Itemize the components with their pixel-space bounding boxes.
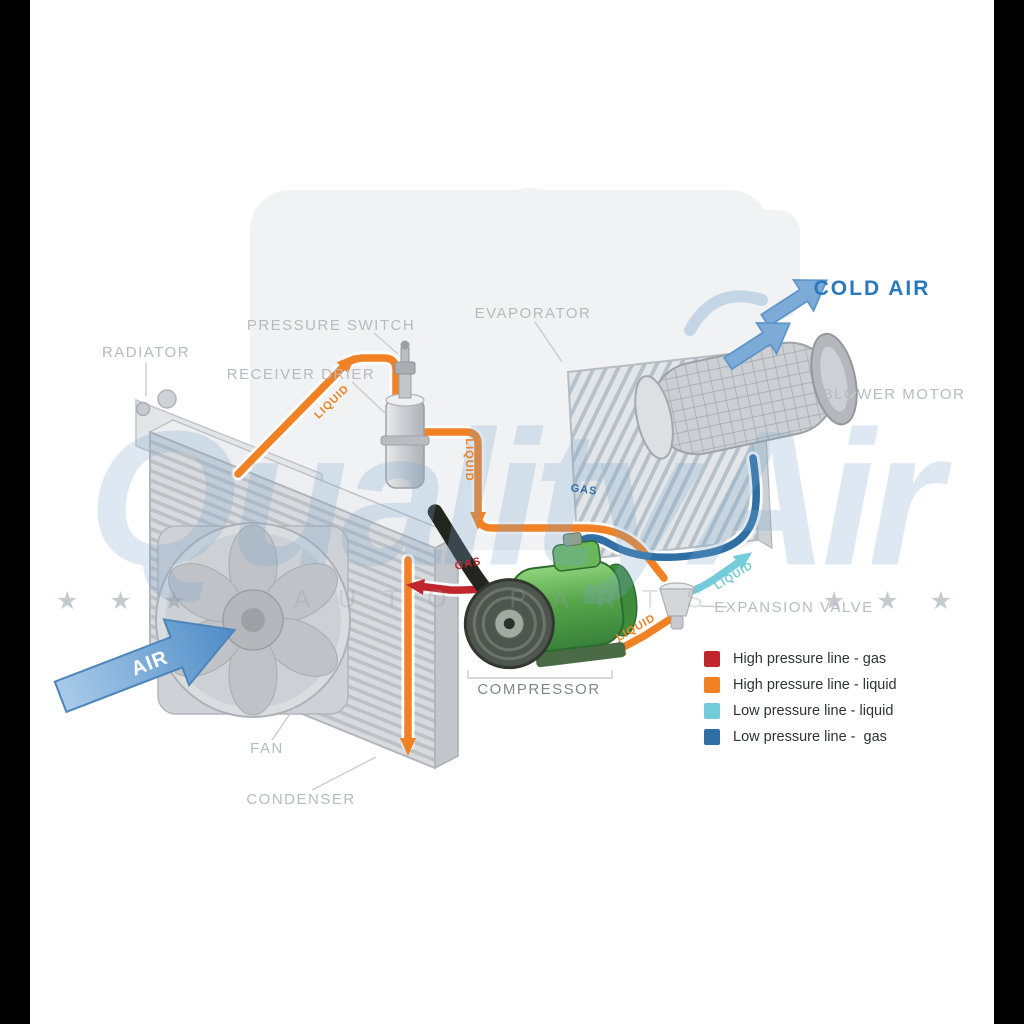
cold-air-arrows (723, 279, 829, 371)
arrow-liquid-lightblue-icon (732, 552, 753, 570)
legend-swatch-low-gas (704, 729, 720, 745)
pressure-switch-graphic (394, 340, 416, 399)
fan-graphic (155, 522, 351, 718)
legend: High pressure line - gas High pressure l… (704, 651, 897, 745)
arrow-liquid-condenser-icon (400, 738, 416, 756)
legend-label-low-liquid: Low pressure line - liquid (733, 703, 894, 719)
compressor-graphic (427, 504, 638, 670)
pipe-high-pressure-liquid-valve-out (614, 614, 676, 654)
cold-air-arrow-icon (760, 279, 829, 328)
legend-item-high-gas: High pressure line - gas (704, 651, 897, 667)
air-arrow-icon (53, 618, 237, 714)
label-condenser: CONDENSER (246, 791, 356, 808)
legend-item-low-liquid: Low pressure line - liquid (704, 703, 897, 719)
arrow-liquid-up-icon (336, 354, 355, 374)
label-cold-air: COLD AIR (813, 277, 931, 300)
legend-swatch-low-liquid (704, 703, 720, 719)
label-expansion-valve: EXPANSION VALVE (714, 599, 874, 616)
label-fan: FAN (250, 740, 284, 757)
pipe-label-liquid-vertical: LIQUID (463, 438, 475, 482)
arrow-gas-red-icon (406, 579, 425, 595)
air-arrow (53, 618, 237, 714)
legend-label-high-gas: High pressure line - gas (733, 651, 887, 667)
legend-label-high-liquid: High pressure line - liquid (733, 677, 897, 693)
arrow-liquid-down-icon (470, 512, 486, 530)
label-compressor: COMPRESSOR (477, 681, 601, 698)
legend-label-low-gas: Low pressure line - gas (733, 729, 887, 745)
pipe-high-pressure-liquid-drier-to-valve (416, 428, 668, 582)
legend-item-low-gas: Low pressure line - gas (704, 729, 897, 745)
legend-swatch-high-liquid (704, 677, 720, 693)
label-radiator: RADIATOR (101, 344, 191, 361)
right-black-bar (994, 0, 1024, 1024)
legend-item-high-liquid: High pressure line - liquid (704, 677, 897, 693)
leader-lines (145, 321, 857, 791)
pipe-low-pressure-gas-evaporator-to-compressor (572, 454, 760, 562)
blower-motor-graphic (634, 332, 858, 460)
cold-air-arrow-icon (723, 322, 792, 371)
engine-hose-ghost (684, 290, 768, 336)
label-evaporator: EVAPORATOR (474, 305, 592, 322)
legend-swatch-high-gas (704, 651, 720, 667)
left-black-bar (0, 0, 30, 1024)
label-pressure-switch: PRESSURE SWITCH (246, 317, 416, 334)
label-blower-motor: BLOWER MOTOR (822, 386, 966, 403)
expansion-valve-graphic (659, 582, 695, 630)
receiver-drier-graphic (380, 393, 430, 489)
label-receiver-drier: RECEIVER DRIER (226, 366, 376, 383)
